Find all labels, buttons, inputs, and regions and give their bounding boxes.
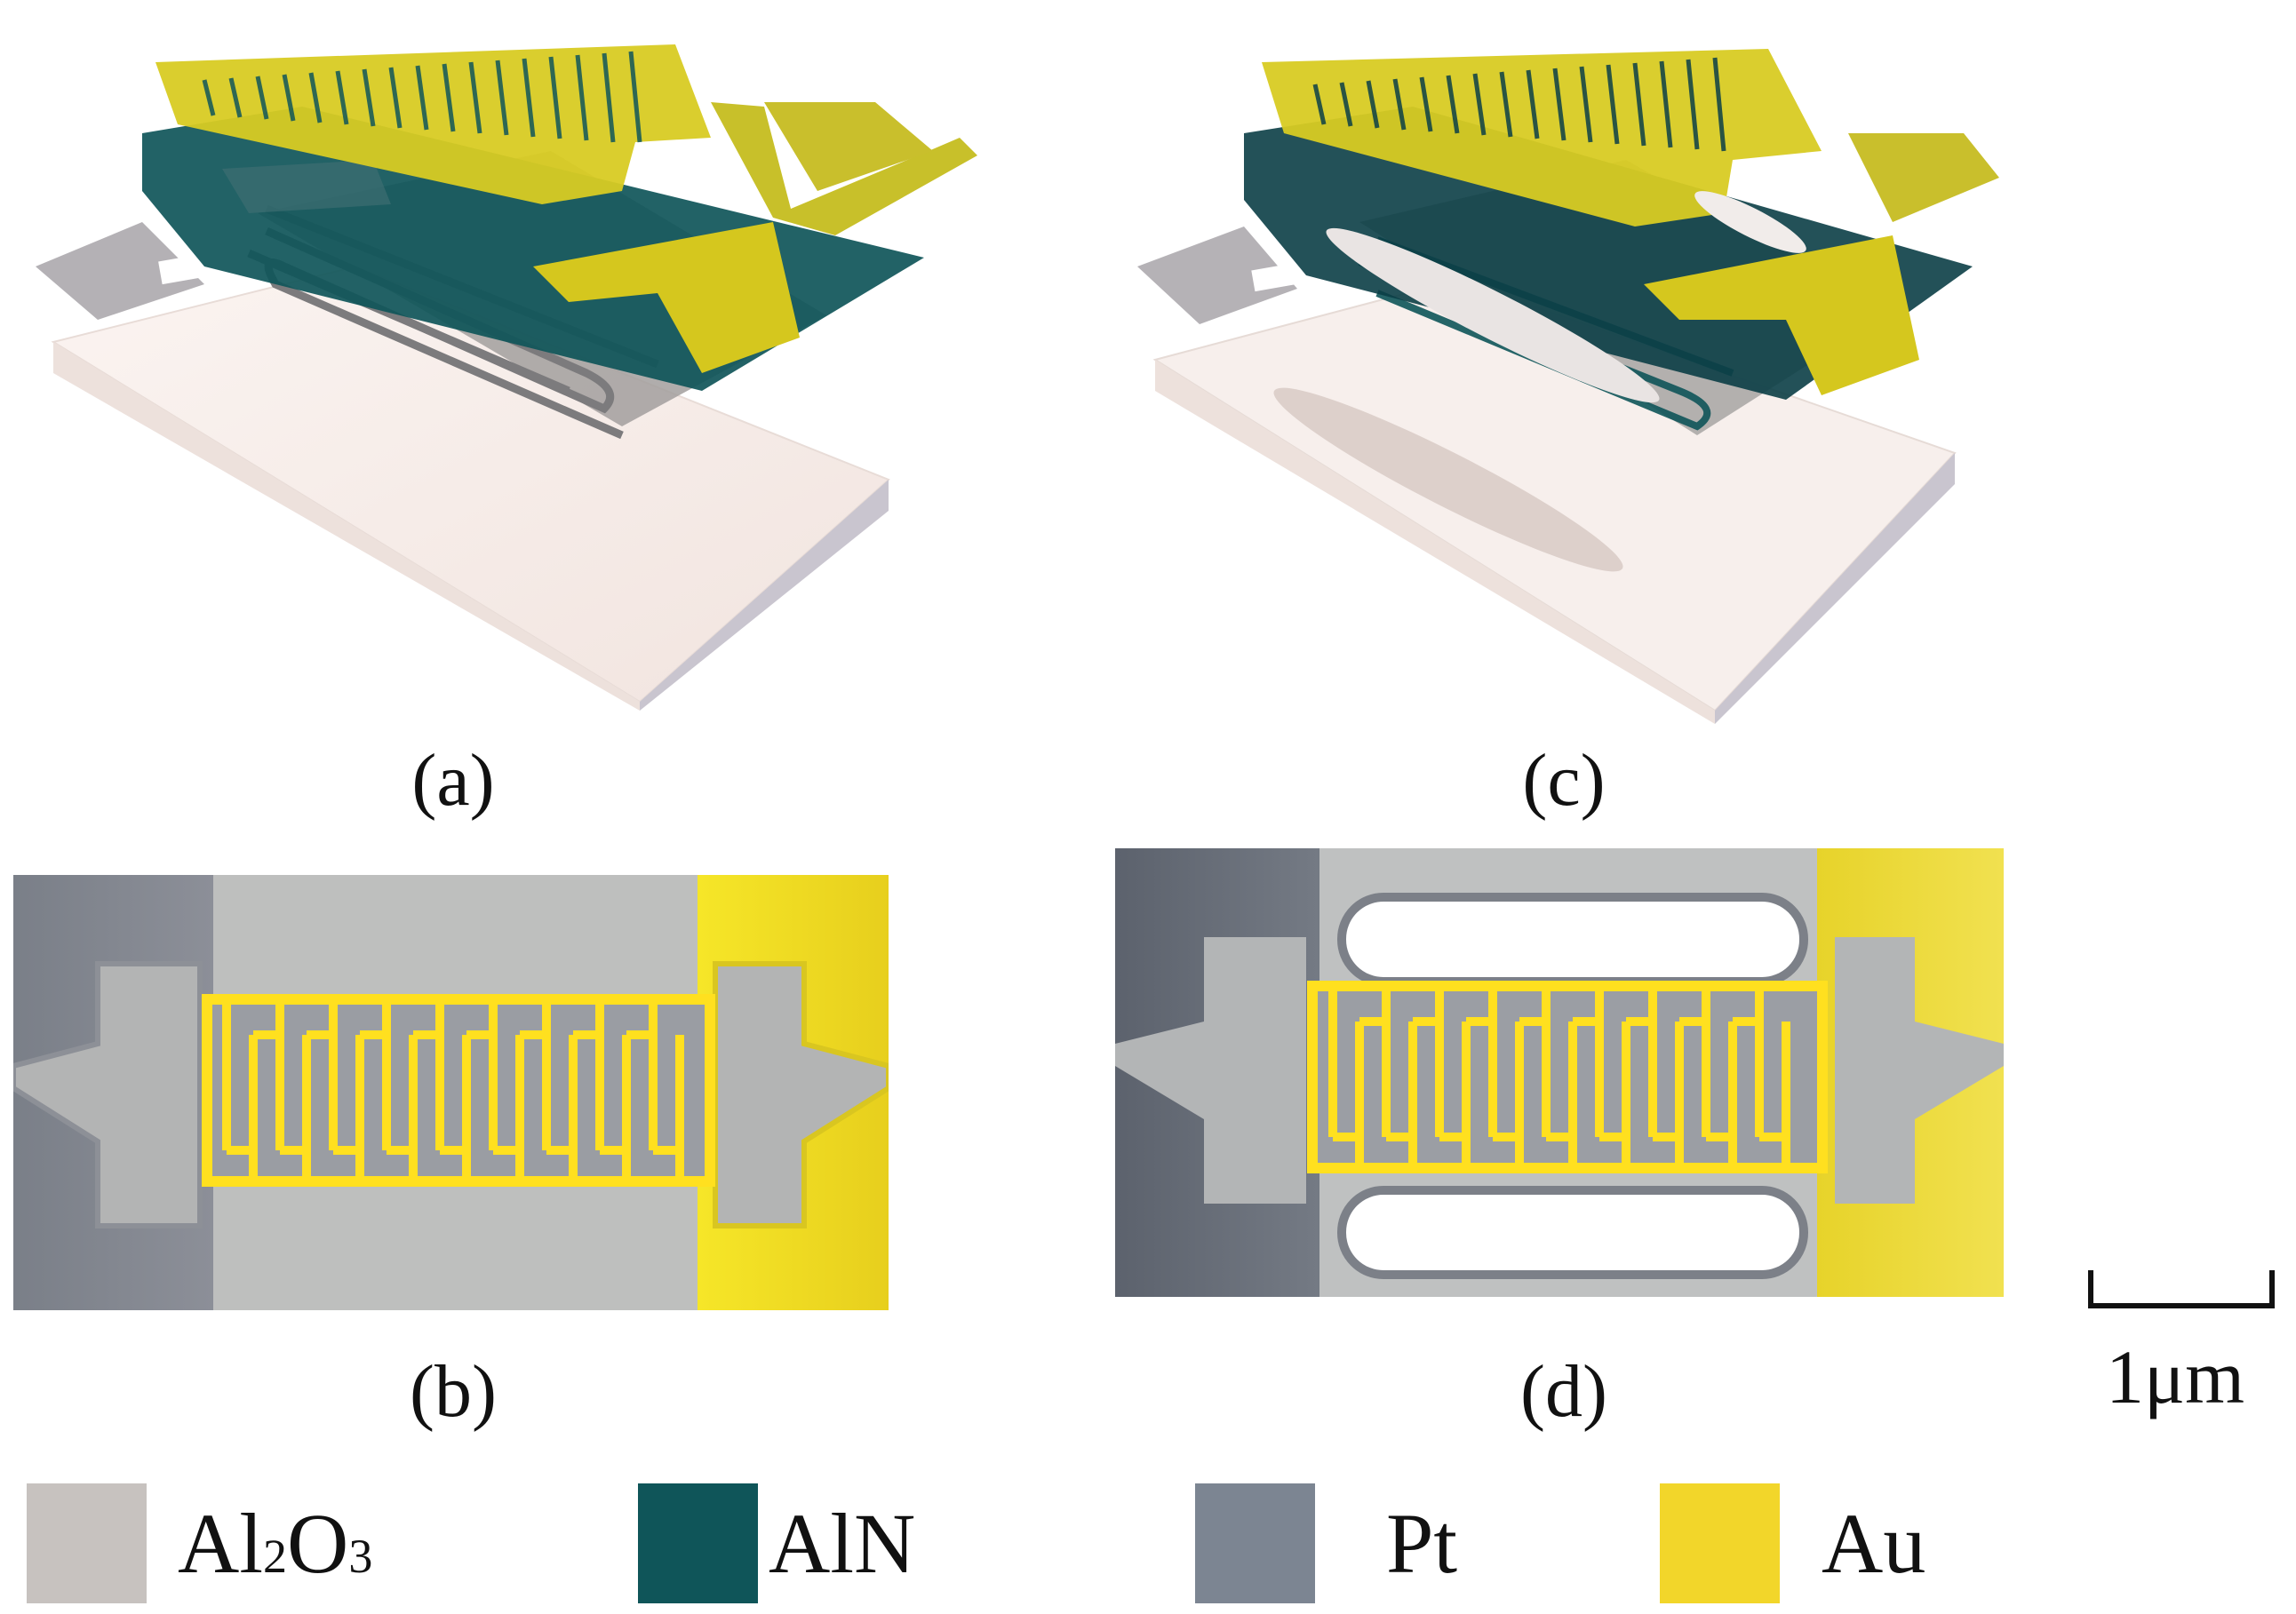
au-pad-lower	[533, 222, 800, 373]
substrate-side-right	[1715, 453, 1955, 724]
aln-window	[222, 160, 391, 213]
panel-d-top-view	[1115, 848, 2004, 1297]
legend-swatch-au	[1660, 1483, 1780, 1603]
legend-swatch-pt	[1195, 1483, 1315, 1603]
scale-bar	[2088, 1270, 2275, 1308]
membrane-slot-bottom	[1337, 1186, 1808, 1279]
panel-b-top-view	[13, 875, 889, 1310]
legend-swatch-aln	[638, 1483, 758, 1603]
substrate-side-right	[640, 480, 889, 711]
au-ide-layer	[1262, 49, 1999, 253]
panel-a-exploded-view	[36, 44, 977, 711]
panel-c-exploded-view	[1137, 49, 1999, 724]
legend-al2o3-sub-3: 3	[348, 1530, 373, 1583]
au-ide-fingers	[1328, 990, 1790, 1164]
au-pad-lower	[1644, 235, 1919, 395]
pt-pad-notch	[1251, 262, 1299, 292]
panel-label-c: (c)	[1522, 739, 1606, 822]
panel-label-d: (d)	[1520, 1350, 1607, 1433]
panel-label-a: (a)	[411, 739, 495, 822]
au-pad-upper	[711, 102, 977, 235]
pt-pad-left	[36, 222, 204, 320]
substrate-side-front	[1155, 360, 1715, 724]
right-contact-pad	[1835, 937, 2004, 1204]
au-layer-slot	[1694, 191, 1806, 253]
left-contact-pad	[1115, 937, 1306, 1204]
membrane-slot-top	[1337, 893, 1808, 986]
legend-al2o3-part-al: Al	[178, 1496, 263, 1591]
au-ide-layer	[155, 44, 977, 235]
legend-swatch-al2o3	[27, 1483, 147, 1603]
legend-label-au: Au	[1822, 1496, 1926, 1591]
left-contact-pad	[13, 961, 203, 1228]
panel-label-b: (b)	[410, 1350, 497, 1433]
pt-pad-left	[1137, 227, 1297, 324]
legend-label-pt: Pt	[1386, 1496, 1458, 1591]
au-ide-fingers	[222, 1004, 684, 1177]
pt-pad-notch	[158, 253, 206, 285]
legend-label-al2o3: Al2O3	[178, 1501, 372, 1586]
au-pad-topright	[764, 102, 933, 191]
legend-al2o3-part-o: O	[287, 1496, 349, 1591]
substrate-side-front	[53, 342, 640, 711]
right-contact-pad	[713, 961, 889, 1228]
substrate-cavity	[1273, 387, 1623, 572]
au-pad-topright	[1848, 133, 1999, 222]
aln-slot	[1326, 227, 1660, 403]
legend-al2o3-sub-2: 2	[263, 1530, 287, 1583]
scale-bar-label: 1μm	[2106, 1334, 2245, 1419]
legend-label-aln: AlN	[769, 1496, 916, 1591]
